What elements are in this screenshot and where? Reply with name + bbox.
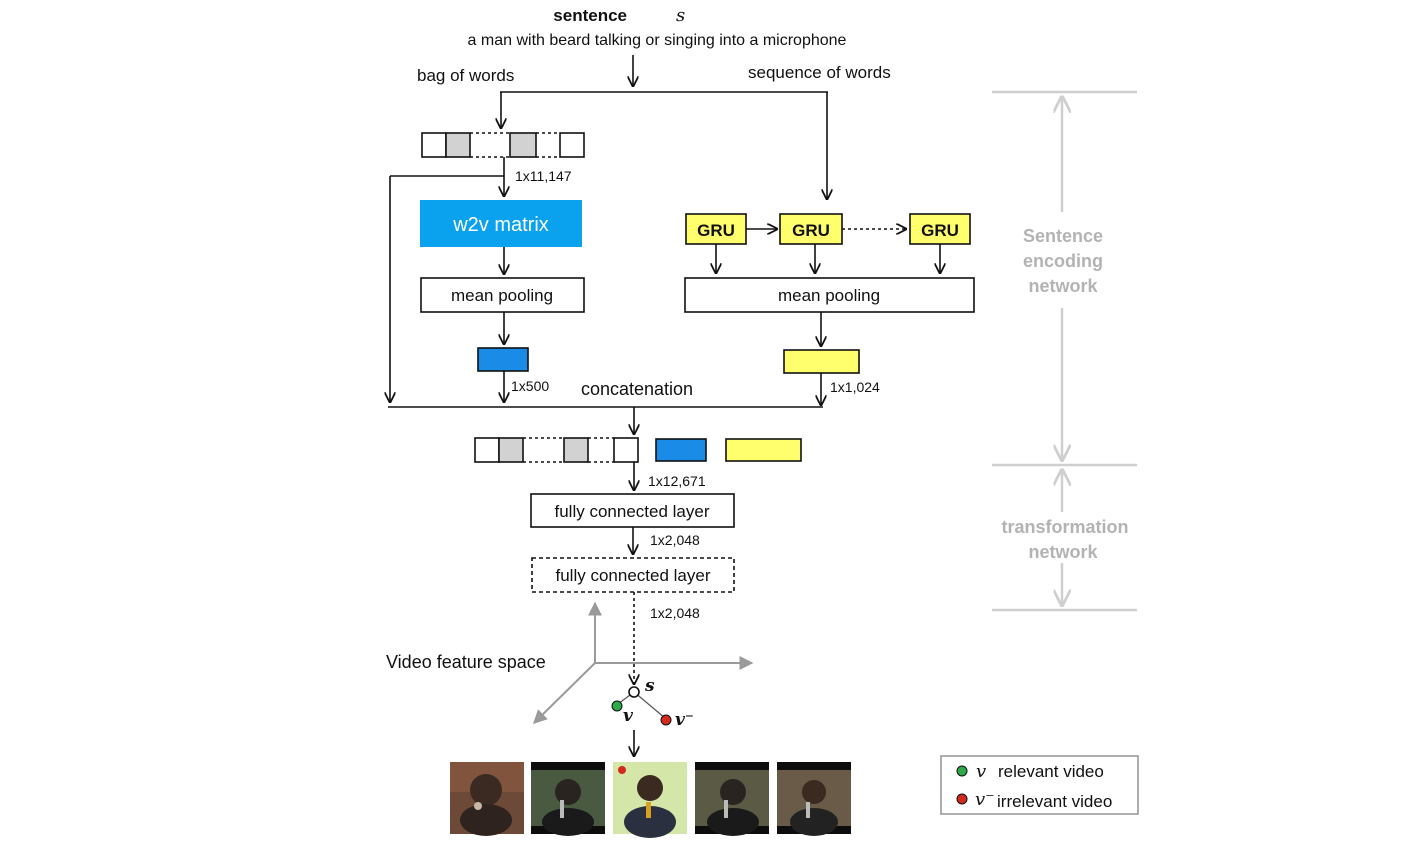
fc-layer-2-label: fully connected layer xyxy=(556,566,711,585)
legend-box xyxy=(940,755,1139,815)
video-thumbnail-5[interactable] xyxy=(777,762,851,836)
sentence-encoding-line3: network xyxy=(1028,276,1098,296)
dim-bow: 1x11,147 xyxy=(515,168,572,184)
transformation-line2: network xyxy=(1028,542,1098,562)
sentence-label: sentence xyxy=(553,6,627,25)
fc-layer-1-label: fully connected layer xyxy=(555,502,710,521)
w2v-matrix-box xyxy=(420,200,582,247)
point-s-label: s xyxy=(644,676,655,696)
transformation-line1: transformation xyxy=(1001,517,1128,537)
sentence-encoding-line1: Sentence xyxy=(1023,226,1103,246)
gru-output-vector xyxy=(783,349,860,374)
concat-vector xyxy=(474,437,802,463)
bag-of-words-label: bag of words xyxy=(417,66,514,85)
mean-pooling-right-box xyxy=(684,277,975,313)
legend-relevant-dot xyxy=(956,765,968,777)
s-to-vneg-link xyxy=(633,691,666,719)
video-thumbnail-3[interactable] xyxy=(613,762,687,838)
sequence-of-words-label: sequence of words xyxy=(748,63,891,82)
video-thumbnail-2[interactable] xyxy=(531,762,605,836)
legend-relevant-label: relevant video xyxy=(998,762,1104,781)
legend-relevant-symbol: v xyxy=(976,761,986,782)
sentence-point xyxy=(628,686,640,698)
concatenation-label: concatenation xyxy=(581,379,693,399)
sentence-text: a man with beard talking or singing into… xyxy=(468,32,847,49)
legend-irrelevant-symbol: v⁻ xyxy=(975,789,995,810)
relevant-video-point xyxy=(611,700,623,712)
video-thumbnail-1[interactable] xyxy=(450,762,524,836)
irrelevant-video-point xyxy=(660,714,672,726)
sentence-encoding-line2: encoding xyxy=(1023,251,1103,271)
w2v-output-vector xyxy=(477,347,529,372)
axis-z xyxy=(533,662,596,724)
legend-irrelevant-label: irrelevant video xyxy=(997,792,1112,811)
legend-irrelevant-dot xyxy=(956,793,968,805)
dim-fc2: 1x2,048 xyxy=(650,605,700,621)
w2v-matrix-label: w2v matrix xyxy=(452,214,549,236)
video-thumbnail-4[interactable] xyxy=(695,762,769,836)
gru-label-3: GRU xyxy=(921,221,959,240)
video-feature-space-label: Video feature space xyxy=(386,652,546,672)
mean-pooling-left-label: mean pooling xyxy=(451,286,553,305)
point-vneg-label: v⁻ xyxy=(675,710,694,730)
gru-box-3 xyxy=(909,213,971,245)
sentence-symbol: s xyxy=(676,5,685,26)
fc-layer-2-box xyxy=(531,557,735,593)
gru-label-1: GRU xyxy=(697,221,735,240)
dim-concat: 1x12,671 xyxy=(648,473,706,489)
mean-pooling-right-label: mean pooling xyxy=(778,286,880,305)
point-v-label: v xyxy=(623,706,634,726)
dim-fc1: 1x2,048 xyxy=(650,532,700,548)
gru-box-2 xyxy=(779,213,843,245)
dim-w2v: 1x500 xyxy=(511,378,549,394)
bow-vector xyxy=(421,132,585,158)
mean-pooling-left-box xyxy=(420,277,585,313)
fc-layer-1-box xyxy=(530,493,735,528)
gru-label-2: GRU xyxy=(792,221,830,240)
dim-gru: 1x1,024 xyxy=(830,379,880,395)
